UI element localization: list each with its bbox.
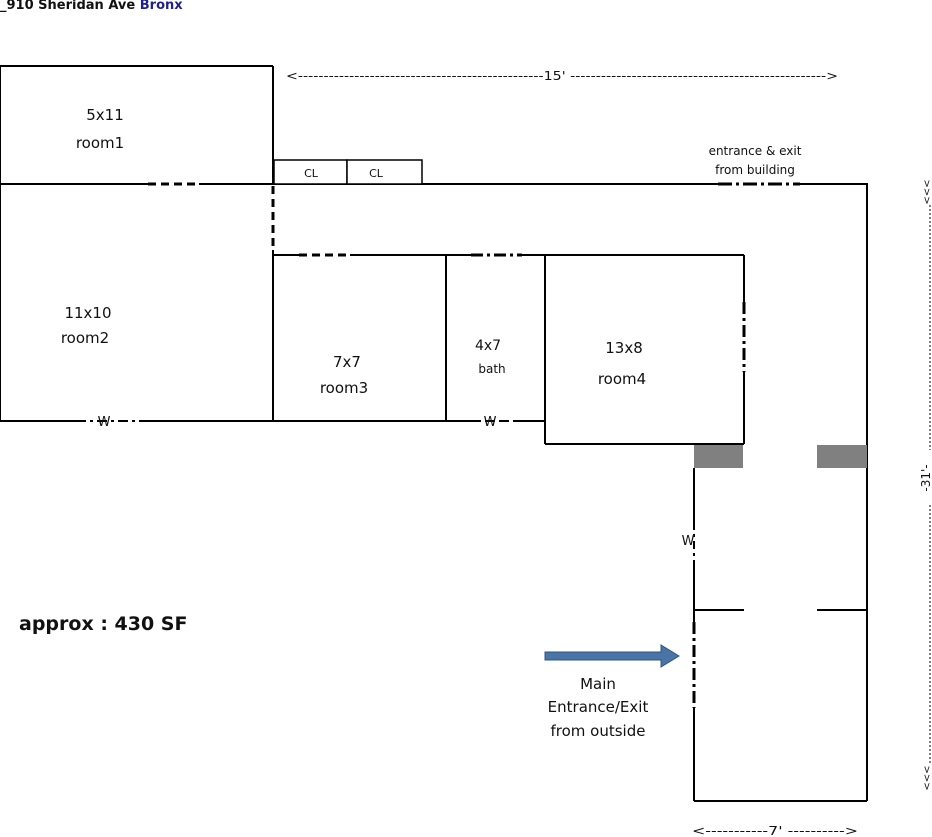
main-entrance-arrow-icon <box>544 644 680 668</box>
room4-size: 13x8 <box>605 339 643 357</box>
room1-name: room1 <box>76 134 124 152</box>
doors <box>148 182 800 708</box>
main-entrance-note-3: from outside <box>551 722 646 740</box>
dimension-side-bottom-arrow: <<< <box>922 765 932 790</box>
dimension-bottom: <-----------7' ----------> <box>692 824 858 837</box>
address-street: _910 Sheridan Ave <box>0 0 140 13</box>
room2-size: 11x10 <box>64 304 111 322</box>
window-mark-bath: W <box>484 415 497 430</box>
room3-size: 7x7 <box>333 353 361 371</box>
building-entrance-note-1: entrance & exit <box>709 144 802 158</box>
dimension-top: <---------------------------------------… <box>286 69 838 83</box>
main-entrance-arrow-shape <box>544 644 680 668</box>
room4-name: room4 <box>598 370 646 388</box>
main-entrance-note-2: Entrance/Exit <box>548 698 649 716</box>
building-entrance-note-2: from building <box>715 163 795 177</box>
window-mark-hall: W <box>682 534 695 549</box>
room3-name: room3 <box>320 379 368 397</box>
address-city: Bronx <box>140 0 184 13</box>
address-header: _910 Sheridan Ave Bronx <box>0 0 183 13</box>
window-mark-room2: W <box>98 415 111 430</box>
walls <box>0 65 868 802</box>
closet-2 <box>346 159 423 185</box>
bath-size: 4x7 <box>475 338 501 354</box>
column-right <box>817 445 867 468</box>
dimension-side-top-arrow: <<< <box>922 179 932 204</box>
main-entrance-note-1: Main <box>580 675 616 693</box>
bath-name: bath <box>478 362 505 376</box>
windows <box>76 420 695 565</box>
closet-1 <box>273 159 348 185</box>
column-left <box>694 445 743 468</box>
closet-2-label: CL <box>369 167 384 180</box>
closet-1-label: CL <box>304 167 319 180</box>
dimension-side: -31'- <<< <<< <box>919 179 932 790</box>
dimension-side-label: -31'- <box>919 464 932 491</box>
room2-name: room2 <box>61 329 109 347</box>
closets <box>273 159 423 185</box>
room1-size: 5x11 <box>86 106 124 124</box>
approx-area: approx : 430 SF <box>19 613 187 635</box>
